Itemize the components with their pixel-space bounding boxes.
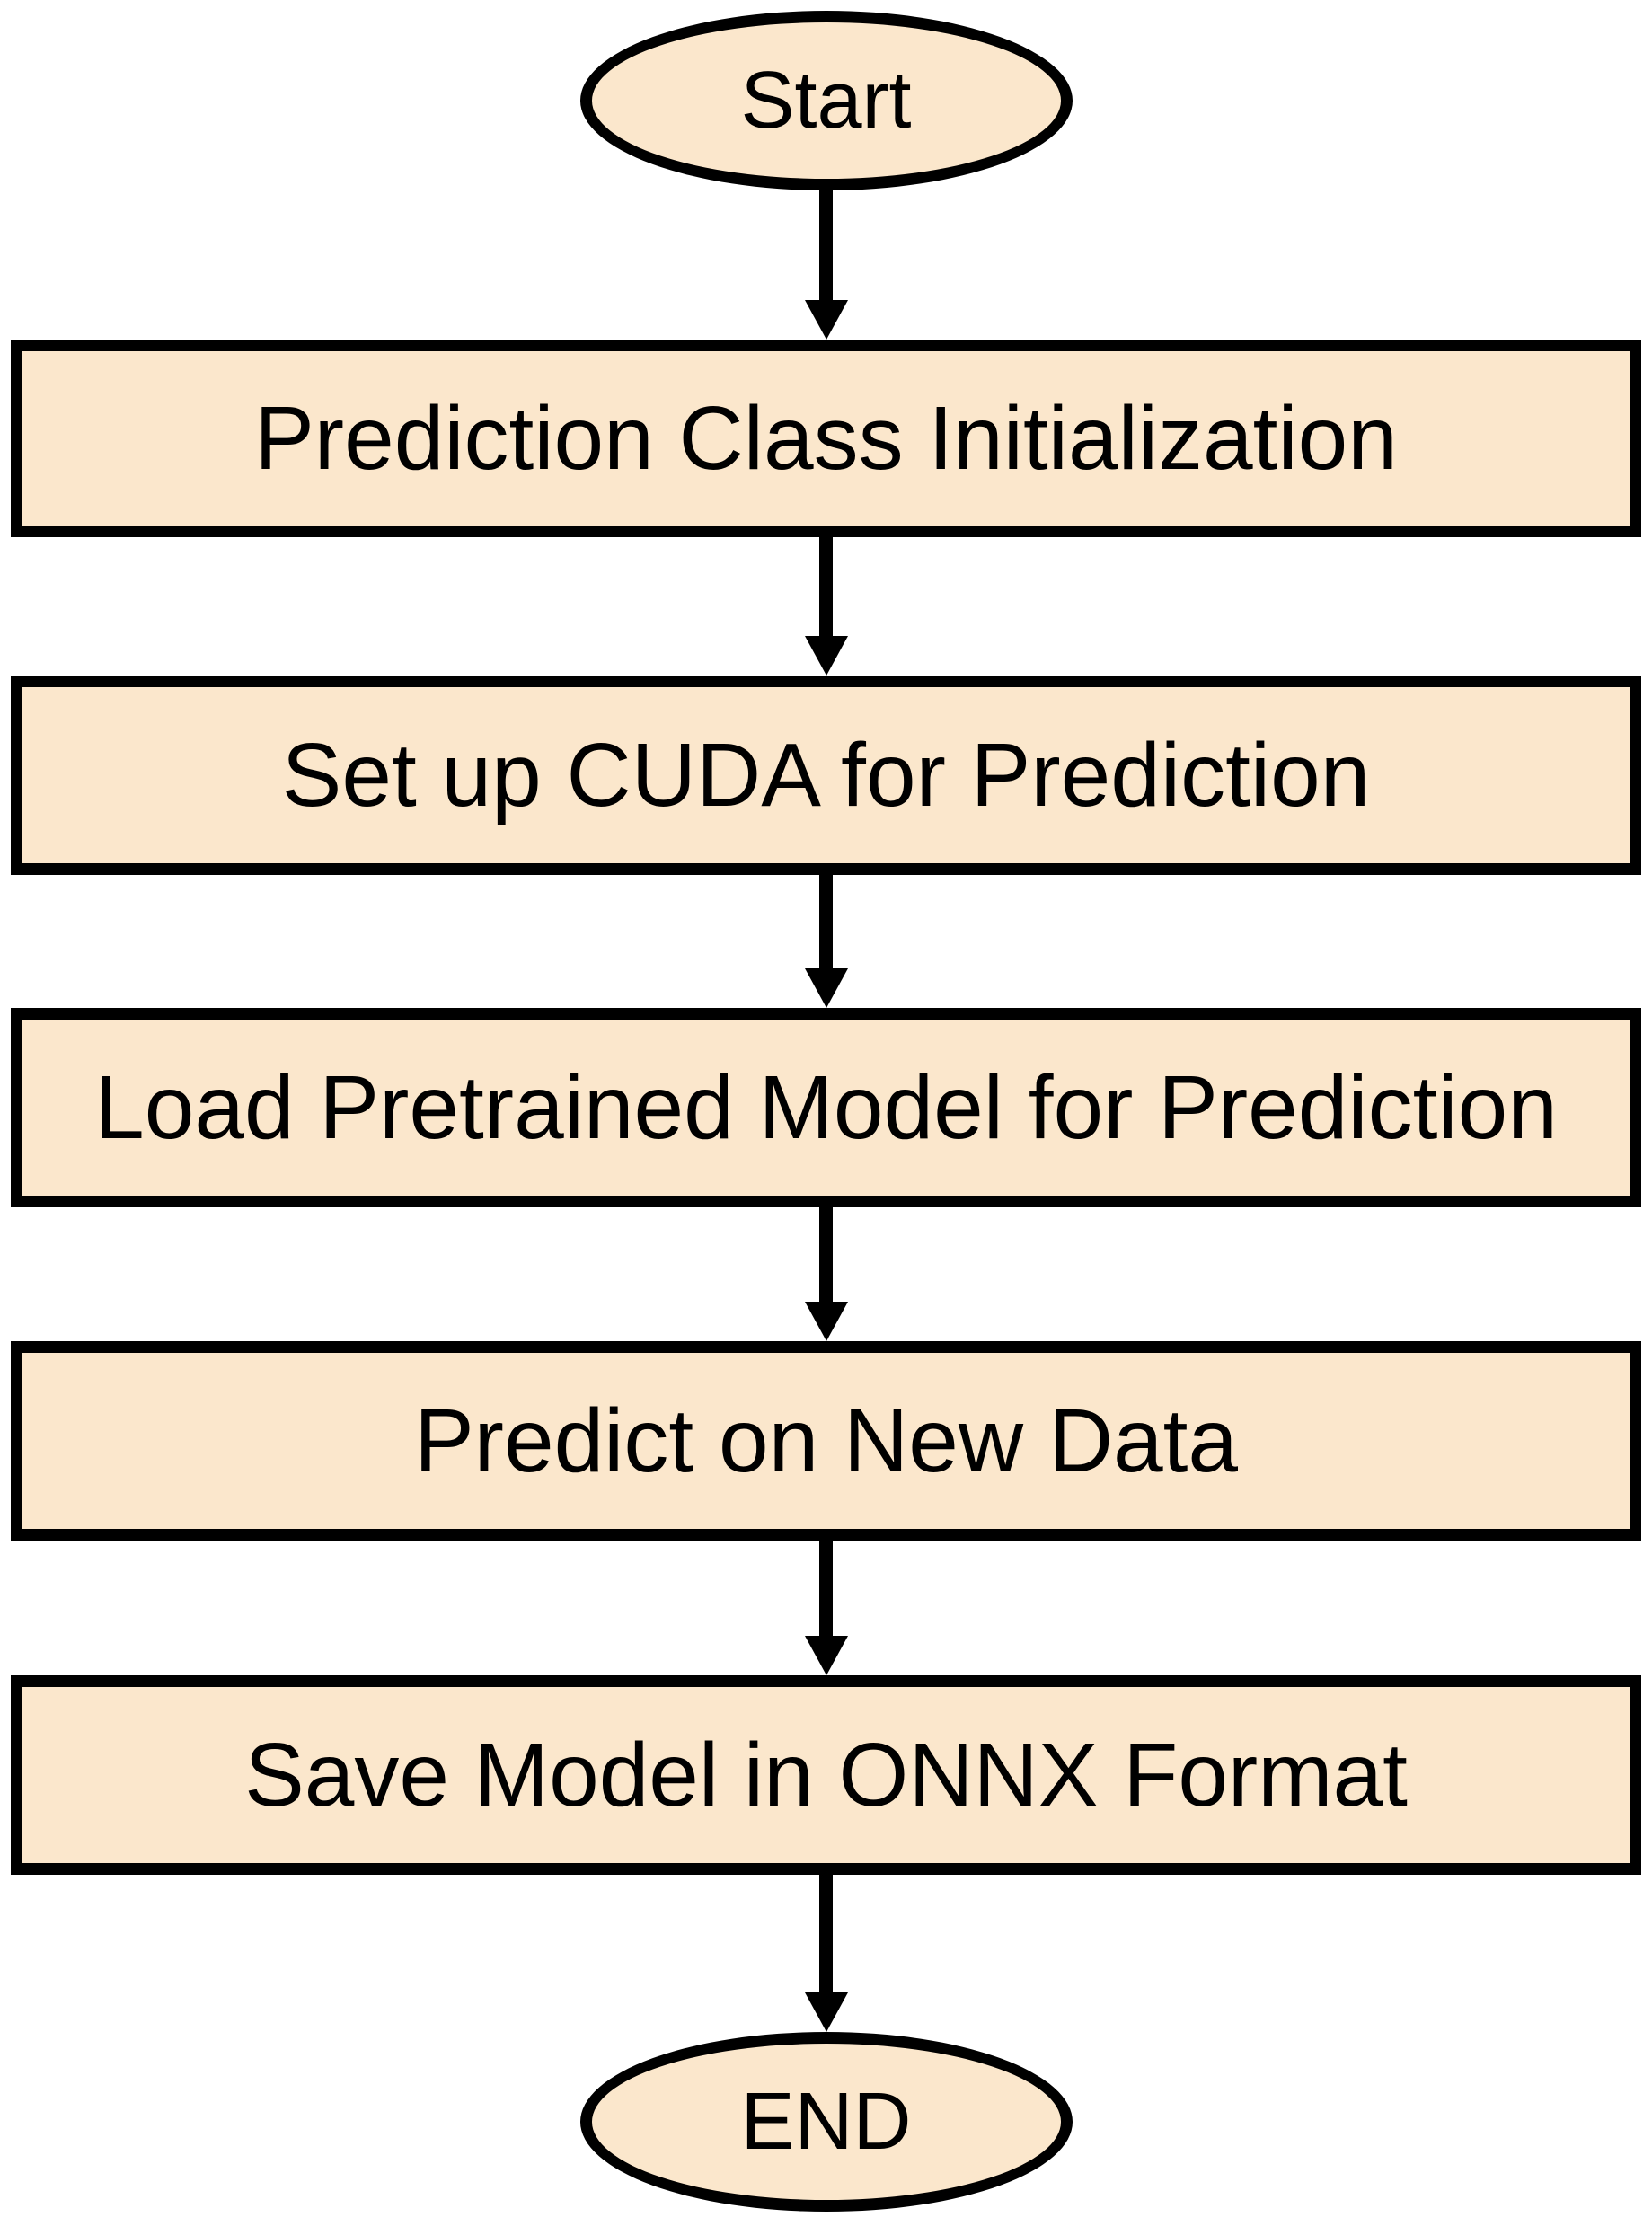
flow-arrow-4 [804, 1207, 848, 1341]
flow-node-step-3: Load Pretrained Model for Prediction [11, 1008, 1641, 1207]
flow-node-step-2: Set up CUDA for Prediction [11, 676, 1641, 875]
process-node-label: Prediction Class Initialization [254, 388, 1398, 489]
flow-arrow-3 [804, 875, 848, 1008]
arrow-head-icon [804, 636, 848, 676]
arrow-head-icon [804, 1992, 848, 2032]
arrow-shaft [819, 190, 833, 300]
process-node-label: Predict on New Data [413, 1391, 1239, 1491]
flow-arrow-6 [804, 1875, 848, 2032]
flow-node-end: END [579, 2032, 1073, 2212]
flow-node-step-1: Prediction Class Initialization [11, 340, 1641, 537]
arrow-head-icon [804, 1636, 848, 1675]
flow-node-step-5: Save Model in ONNX Format [11, 1675, 1641, 1875]
arrow-head-icon [804, 1302, 848, 1341]
arrow-shaft [819, 1875, 833, 1992]
flow-arrow-2 [804, 537, 848, 676]
arrow-shaft [819, 875, 833, 968]
arrow-head-icon [804, 968, 848, 1008]
arrow-head-icon [804, 300, 848, 340]
process-node-label: Load Pretrained Model for Prediction [94, 1057, 1558, 1158]
arrow-shaft [819, 537, 833, 636]
flow-arrow-1 [804, 190, 848, 340]
process-node-label: Set up CUDA for Prediction [281, 725, 1371, 826]
flow-node-start: Start [579, 11, 1073, 190]
arrow-shaft [819, 1207, 833, 1302]
flow-arrow-5 [804, 1541, 848, 1675]
arrow-shaft [819, 1541, 833, 1636]
start-node-label: Start [740, 56, 912, 146]
end-node-label: END [740, 2077, 912, 2167]
flow-node-step-4: Predict on New Data [11, 1341, 1641, 1541]
process-node-label: Save Model in ONNX Format [244, 1725, 1408, 1825]
